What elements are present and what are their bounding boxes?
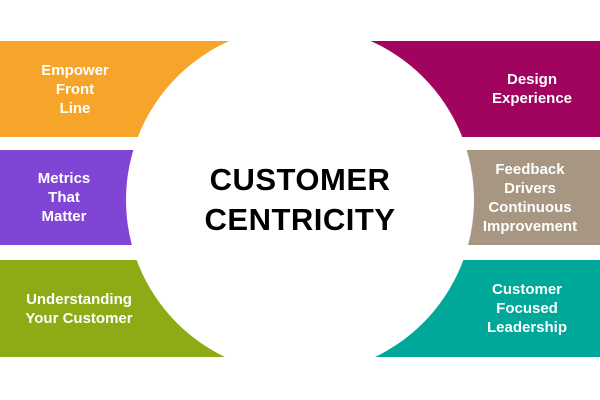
diagram-title: CUSTOMER CENTRICITY: [204, 162, 396, 237]
segment-label-metrics-that-matter: Metrics That Matter: [37, 170, 91, 225]
segment-label-feedback-drivers: Feedback Drivers Continuous Improvement: [482, 160, 578, 235]
segment-label-empower-front-line: Empower Front Line: [41, 61, 109, 117]
center-circle: [126, 26, 474, 374]
segment-label-design-experience: Design Experience: [491, 71, 573, 107]
segment-label-understanding-your-customer: Understanding Your Customer: [25, 290, 133, 327]
segment-label-customer-focused-leadership: Customer Focused Leadership: [486, 281, 568, 336]
